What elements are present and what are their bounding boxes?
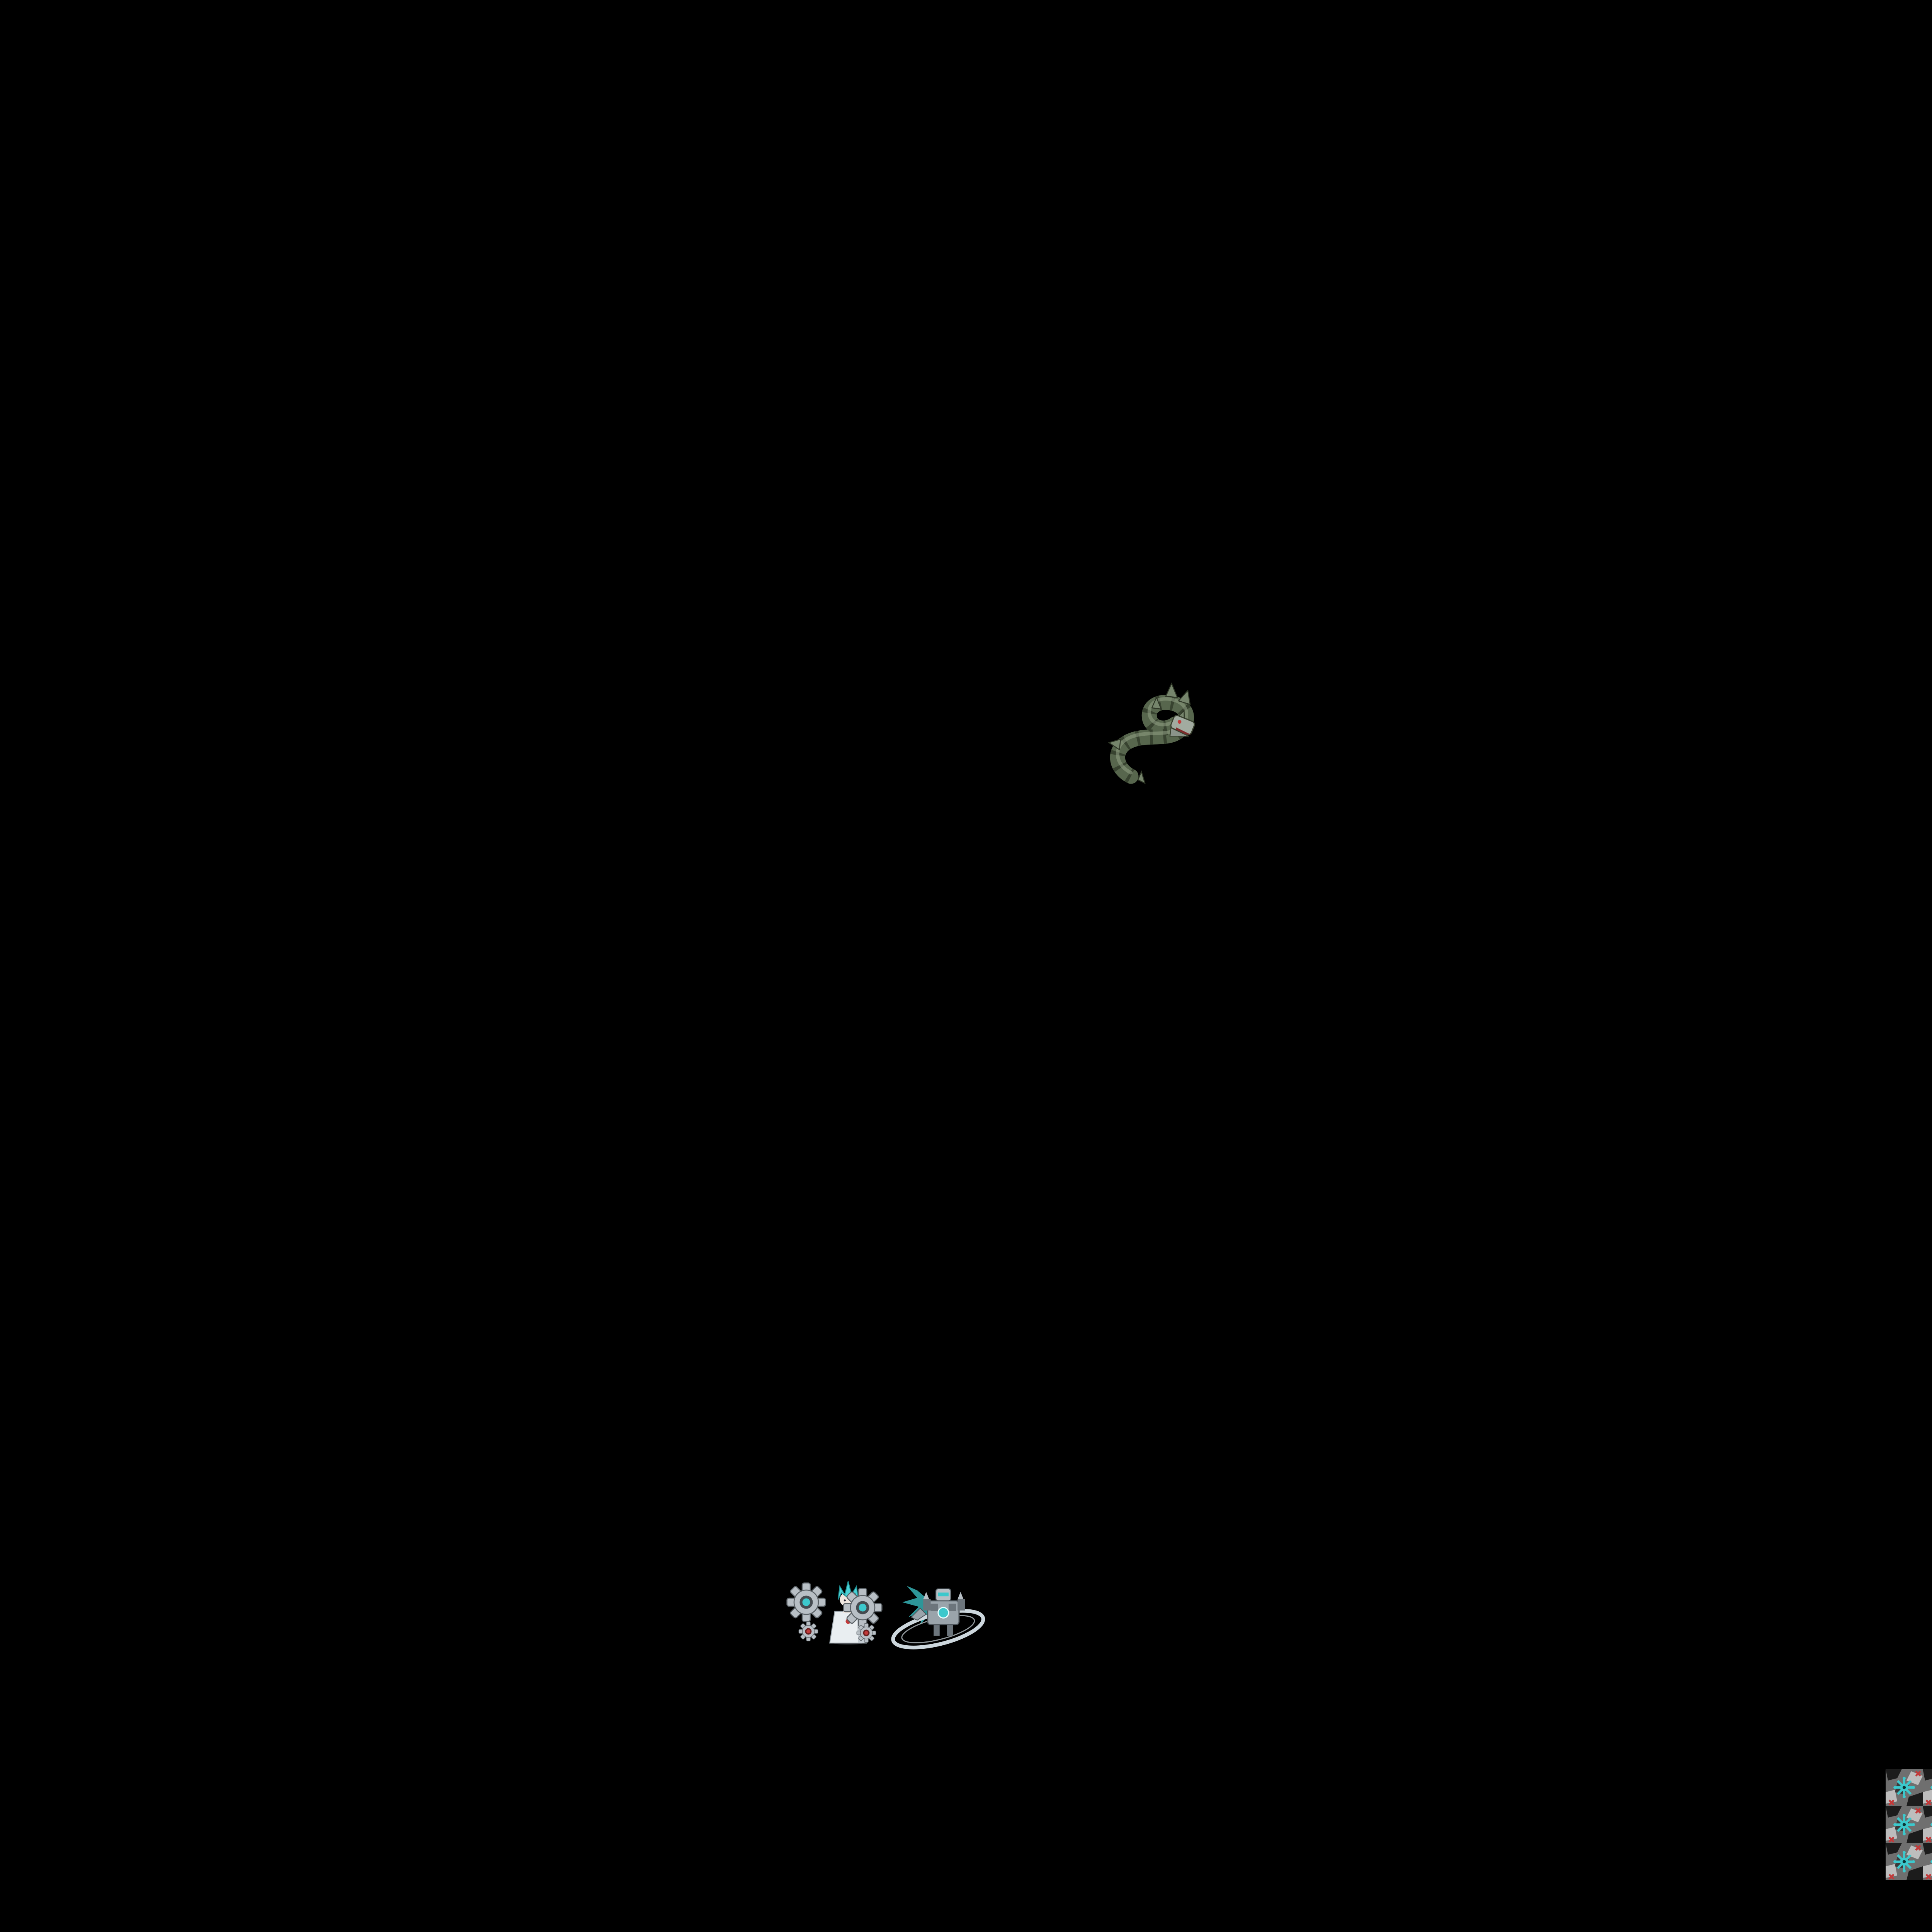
pattern-graphic: [1886, 1769, 1932, 1880]
sprite-cluster: [781, 1565, 991, 1656]
red-gear-graphic: [856, 1623, 876, 1643]
gear-graphic: [843, 1588, 883, 1628]
gear-icon[interactable]: [842, 1587, 883, 1628]
red-core-gear-icon[interactable]: [798, 1621, 818, 1641]
red-core-gear-icon[interactable]: [856, 1623, 876, 1643]
red-gear-graphic: [798, 1621, 818, 1641]
camo-gear-pattern-tile[interactable]: [1886, 1768, 1932, 1881]
mech-serpent-graphic: [1108, 682, 1195, 784]
mech-with-ring-sprite[interactable]: [883, 1565, 990, 1655]
gear-graphic: [786, 1582, 826, 1622]
gear-icon[interactable]: [786, 1582, 827, 1622]
mech-serpent-sprite[interactable]: [1104, 668, 1223, 784]
serpent-head: [1169, 709, 1195, 737]
mech-ring-graphic: [891, 1586, 985, 1650]
mech-body: [910, 1588, 965, 1636]
